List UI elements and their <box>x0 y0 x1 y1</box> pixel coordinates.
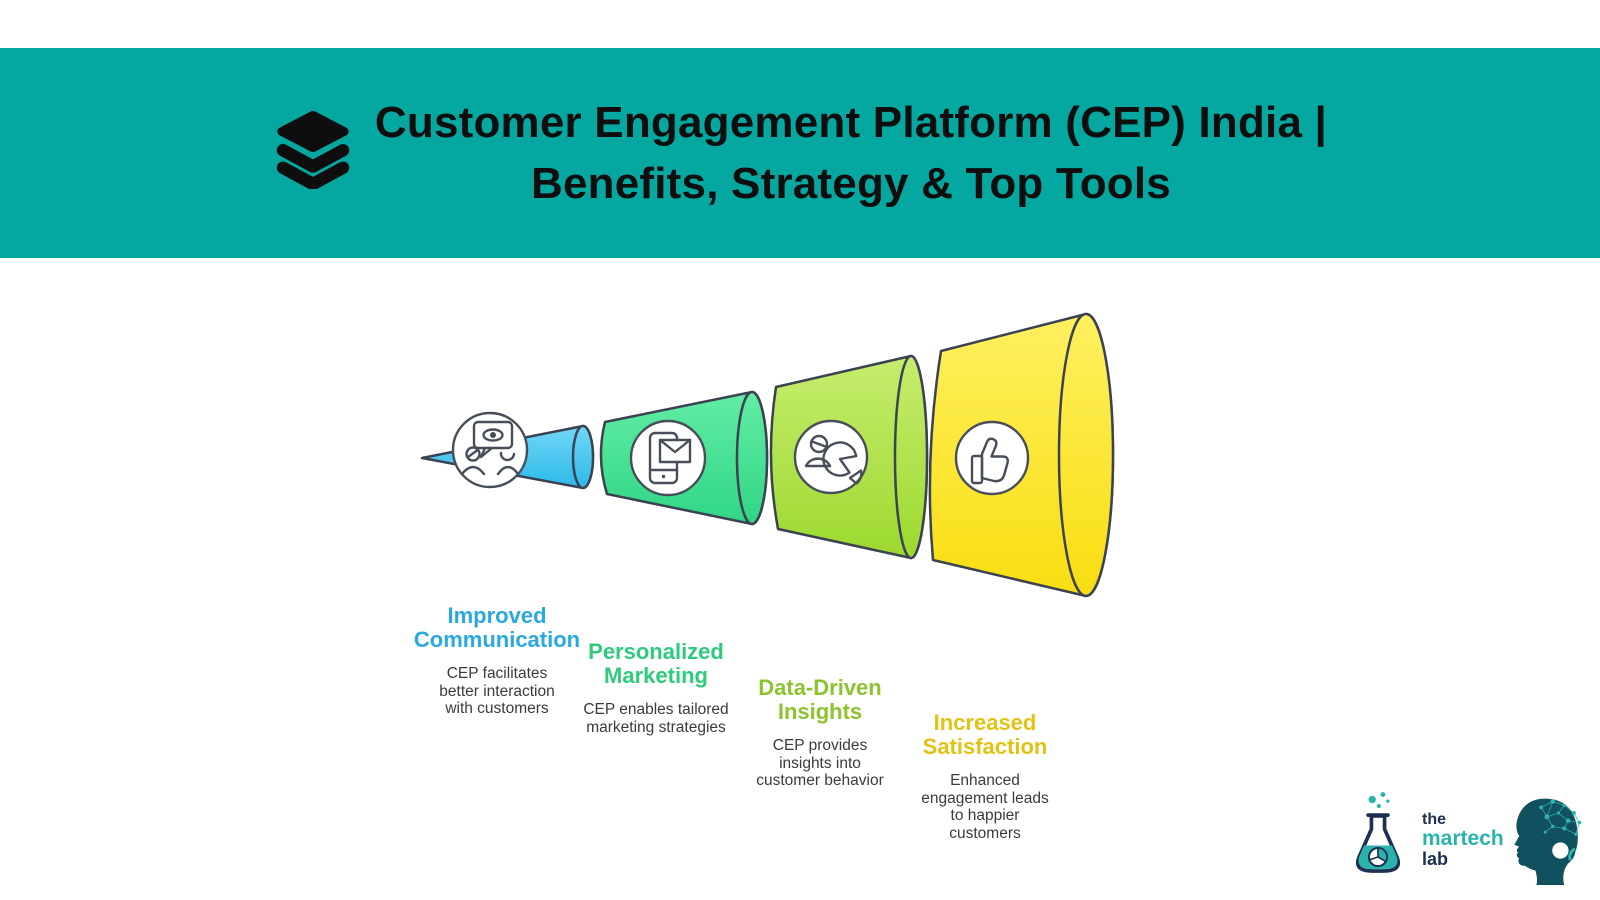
funnel-diagram <box>400 290 1120 612</box>
stage-description: CEP facilitates better interaction with … <box>439 665 555 717</box>
brand-word-the: the <box>1422 811 1446 828</box>
stage-description: Enhanced engagement leads to happier cus… <box>921 772 1049 842</box>
person-pie-chart-icon <box>793 419 869 495</box>
mobile-message-icon <box>629 419 707 497</box>
stage-description: CEP enables tailored marketing strategie… <box>583 701 729 736</box>
page-title-line2: Benefits, Strategy & Top Tools <box>531 159 1171 208</box>
layers-icon <box>276 110 350 189</box>
stage-label-personalized-marketing: Personalized Marketing CEP enables tailo… <box>566 640 746 736</box>
stage-label-improved-communication: Improved Communication CEP facilitates b… <box>407 604 587 718</box>
stage-description: CEP provides insights into customer beha… <box>756 737 884 789</box>
lab-flask-icon <box>1355 792 1401 873</box>
thumbs-up-icon <box>954 420 1030 496</box>
martech-lab-logo: the martech lab <box>1341 786 1504 882</box>
ai-head-logo <box>1502 790 1590 891</box>
ai-head-network-icon <box>1514 798 1582 886</box>
stage-title: Increased Satisfaction <box>922 710 1048 759</box>
stage-title: Personalized Marketing <box>588 639 724 688</box>
page-title-line1: Customer Engagement Platform (CEP) India… <box>374 98 1328 147</box>
brand-word-lab: lab <box>1422 849 1449 869</box>
stage-title: Data-Driven Insights <box>758 675 882 724</box>
stage-title: Improved Communication <box>413 603 581 652</box>
header-banner: Customer Engagement Platform (CEP) India… <box>0 48 1600 258</box>
stage-label-data-driven-insights: Data-Driven Insights CEP provides insigh… <box>730 676 910 790</box>
stage-label-increased-satisfaction: Increased Satisfaction Enhanced engageme… <box>895 711 1075 842</box>
page-title: Customer Engagement Platform (CEP) India… <box>375 92 1327 214</box>
people-conversation-eye-icon <box>451 411 529 489</box>
brand-word-martech: martech <box>1422 827 1504 850</box>
martech-lab-wordmark: the martech lab <box>1422 811 1504 869</box>
